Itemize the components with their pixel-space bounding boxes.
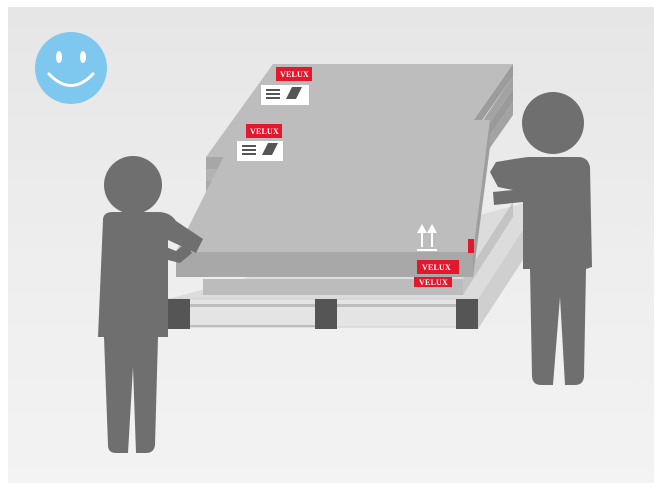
right-person-figure [490, 92, 592, 385]
pallet-block [456, 299, 478, 329]
left-person-figure [98, 156, 203, 453]
smiley-face-icon [35, 32, 107, 104]
brand-label: VELUX [422, 263, 451, 272]
pallet-block [168, 299, 190, 329]
pallet-block [315, 299, 337, 329]
lifted-package: VELUX VELUX VELUX [176, 120, 490, 287]
brand-label: VELUX [250, 127, 279, 136]
illustration-frame: VELUX VELUX VELUX VELUX [8, 7, 654, 483]
back-package-label: VELUX [261, 67, 312, 105]
this-way-up-arrows-icon [417, 224, 437, 251]
brand-label: VELUX [280, 70, 309, 79]
illustration-canvas: VELUX VELUX VELUX VELUX [35, 32, 592, 453]
brand-label: VELUX [419, 278, 448, 287]
